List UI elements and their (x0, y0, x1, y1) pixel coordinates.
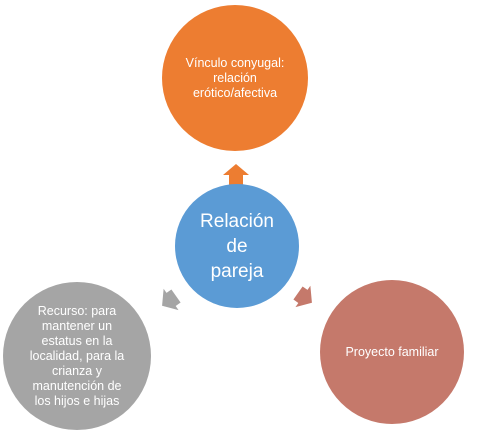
node-proyecto-familiar-label: Proyecto familiar (345, 344, 439, 359)
node-relacion-de-pareja-label: Relación de pareja (200, 210, 274, 282)
arrow-to-top (223, 164, 249, 188)
node-recurso-label: Recurso: para mantener un estatus en la … (29, 303, 125, 408)
node-relacion-de-pareja: Relación de pareja (175, 184, 299, 308)
node-proyecto-familiar: Proyecto familiar (320, 280, 464, 424)
arrow-to-right (293, 285, 312, 308)
node-vinculo-conyugal-label: Vínculo conyugal: relación erótico/afect… (185, 55, 285, 100)
node-vinculo-conyugal: Vínculo conyugal: relación erótico/afect… (162, 5, 308, 151)
node-recurso: Recurso: para mantener un estatus en la … (3, 282, 151, 430)
arrow-to-left (162, 288, 181, 311)
